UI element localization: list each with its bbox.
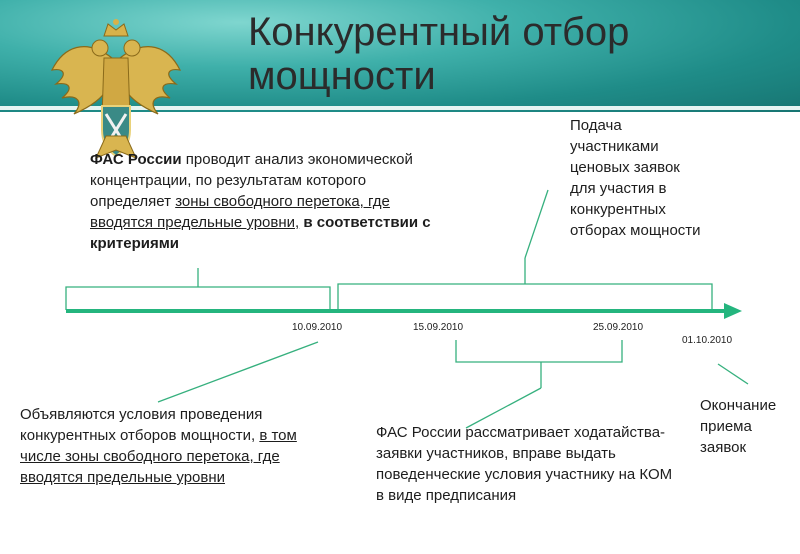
bid-line-4: для участия в [570,180,667,197]
text-block-conditions-normal: Объявляются условия проведения конкурент… [20,406,263,444]
bracket-lower [455,340,623,363]
date-label-1: 10.09.2010 [292,322,343,333]
bracket-right [337,283,713,310]
title-line-1: Конкурентный отбор [248,10,630,54]
end-line-3: заявок [700,439,747,456]
text-block-fas-review: ФАС России рассматривает ходатайства-зая… [376,424,673,504]
header-divider [0,106,800,110]
bid-line-5: конкурентных [570,201,666,218]
bid-line-1: Подача [570,117,622,134]
connector-block5 [717,363,749,385]
text-block-bid-submission: Подача участниками ценовых заявок для уч… [570,115,770,241]
end-line-2: приема [700,418,752,435]
date-label-3: 25.09.2010 [593,322,644,333]
text-block-fas-analysis-bold-end: в соответствии с критериями [90,214,431,252]
bid-line-3: ценовых заявок [570,159,680,176]
text-block-conditions-underlined: в том числе зоны свободного перетока, гд… [20,427,297,486]
title-line-2: мощности [248,54,436,98]
connector-block4-diag [465,387,542,429]
bid-line-6: отборах мощности [570,222,701,239]
timeline-arrowhead [724,303,742,319]
text-block-end-of-acceptance: Окончание приема заявок [700,395,800,458]
connector-block2-diag [524,189,549,259]
bid-line-2: участниками [570,138,659,155]
text-block-fas-analysis-bold: ФАС России [90,151,182,168]
page-title: Конкурентный отбор мощности [248,10,629,98]
fas-emblem-icon [50,19,182,159]
text-block-conditions: Объявляются условия проведения конкурент… [20,404,300,488]
text-block-fas-analysis-underlined: зоны свободного перетока, где вводятся п… [90,193,390,231]
end-line-1: Окончание [700,397,777,414]
date-label-4: 01.10.2010 [682,335,733,346]
connector-block3 [157,341,319,403]
date-label-2: 15.09.2010 [413,322,464,333]
text-block-fas-analysis: ФАС России проводит анализ экономической… [90,149,435,254]
bracket-left [65,286,331,310]
text-block-fas-analysis-normal: проводит анализ экономической концентрац… [90,151,413,210]
